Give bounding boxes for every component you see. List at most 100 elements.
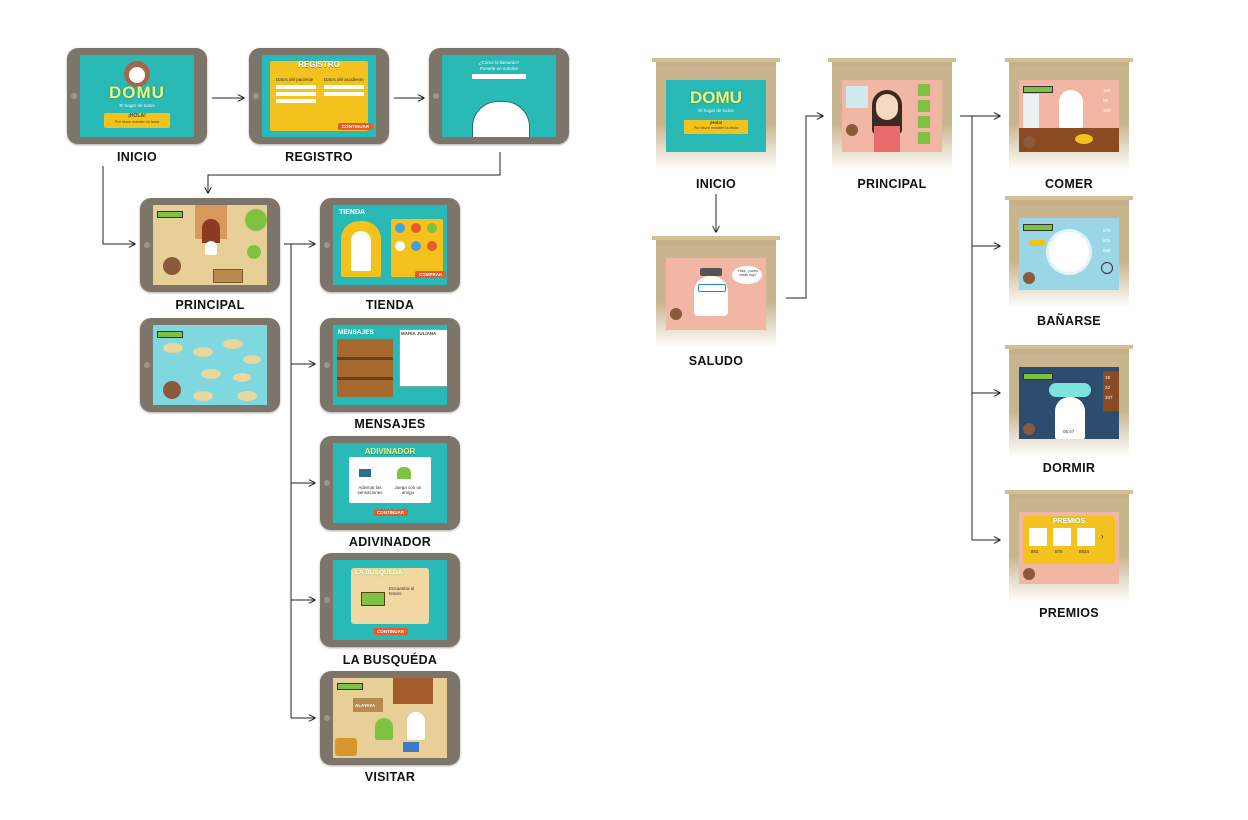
home-button[interactable] — [1023, 136, 1035, 148]
shop-item[interactable] — [427, 241, 437, 251]
home-button[interactable] — [670, 308, 682, 320]
prize-value: 8934 — [1079, 549, 1090, 554]
continue-button[interactable]: CONTINUAR — [373, 509, 408, 516]
screen-dormir-frame[interactable]: 05:47 19 22 337 — [1005, 345, 1133, 457]
screen-tienda-tablet[interactable]: TIENDA COMPRAR — [320, 198, 460, 292]
shop-item[interactable] — [395, 223, 405, 233]
home-button[interactable] — [1023, 272, 1035, 284]
prize-value: 875 — [1055, 549, 1063, 554]
screen-principal-frame[interactable] — [828, 58, 956, 170]
screen-registro-tablet[interactable]: REGISTRO Datos del paciente Datos del ac… — [249, 48, 389, 144]
island[interactable] — [243, 355, 261, 364]
field-b-label: Datos del acudiente — [324, 77, 364, 82]
continue-button[interactable]: CONTINUAR — [338, 123, 373, 130]
island[interactable] — [193, 347, 213, 357]
busqueda-title: LA BUSQUEDA — [355, 569, 403, 576]
name-prompt: ¿Cómo lo llamarás? — [478, 60, 520, 65]
screen-adivinador-tablet[interactable]: ADIVINADOR Adivinar las sensaciones Jueg… — [320, 436, 460, 530]
action-button-sleep[interactable] — [918, 116, 930, 128]
label-inicio: INICIO — [117, 150, 157, 164]
label-tienda: TIENDA — [365, 298, 415, 312]
visit-sign: ALAYAYA — [355, 703, 376, 708]
home-button[interactable] — [1023, 423, 1035, 435]
stat-value: 199 — [1103, 88, 1111, 93]
screen-comer-frame[interactable]: 199 99 100 — [1005, 58, 1133, 170]
premios-title: PREMIOS — [1052, 518, 1086, 525]
arrow-saludo-principal — [786, 116, 823, 299]
option-2[interactable]: Juega con un amigo — [394, 485, 422, 495]
screen-mapa-tablet[interactable] — [140, 318, 280, 412]
name-sub: Ponerle un nombre — [479, 66, 519, 71]
screen-visitar-tablet[interactable]: ALAYAYA — [320, 671, 460, 765]
sleep-timer: 05:47 — [1063, 429, 1075, 434]
label-busqueda: LA BUSQUÉDA — [342, 653, 438, 667]
stat-value: 876 — [1103, 238, 1111, 243]
stat-value: 888 — [1103, 248, 1111, 253]
speech-bubble: Hola, ¿cómo estás hoy? — [738, 269, 758, 277]
greeting-button[interactable]: ¡Hola! Por favor mantén la tecla — [684, 120, 748, 134]
screen-busqueda-tablet[interactable]: LA BUSQUEDA Encuentra el tesoro CONTINUA… — [320, 553, 460, 647]
action-button-prize[interactable] — [918, 132, 930, 144]
greeting-text: ¡Hola! — [709, 120, 723, 125]
label-saludo: SALUDO — [688, 354, 744, 368]
form-field[interactable] — [324, 92, 364, 96]
island[interactable] — [237, 391, 257, 401]
label-principal-right: PRINCIPAL — [857, 177, 927, 191]
action-button-eat[interactable] — [918, 84, 930, 96]
shop-item[interactable] — [411, 223, 421, 233]
home-button[interactable] — [1023, 568, 1035, 580]
form-field[interactable] — [276, 85, 316, 89]
shop-item[interactable] — [411, 241, 421, 251]
screen-nombre-tablet[interactable]: ¿Cómo lo llamarás? Ponerle un nombre — [429, 48, 569, 144]
action-button-bath[interactable] — [918, 100, 930, 112]
island[interactable] — [223, 339, 243, 349]
busqueda-hint: Encuentra el tesoro — [389, 586, 415, 596]
screen-banarse-frame[interactable]: 876 876 888 — [1005, 196, 1133, 308]
shop-item[interactable] — [427, 223, 437, 233]
label-adivinador: ADIVINADOR — [348, 535, 432, 549]
shop-item[interactable] — [395, 241, 405, 251]
contact-name: MARÍA JULIANA — [401, 331, 437, 336]
screen-inicio-tablet[interactable]: DOMU El hogar de todos ¡HOLA! Por favor … — [67, 48, 207, 144]
home-button[interactable] — [846, 124, 858, 136]
prize-card[interactable] — [1053, 528, 1071, 546]
dpad-control[interactable] — [163, 257, 181, 275]
prize-card[interactable] — [1029, 528, 1047, 546]
label-comer: COMER — [1044, 177, 1094, 191]
label-inicio-right: INICIO — [696, 177, 736, 191]
island[interactable] — [163, 343, 183, 353]
island[interactable] — [233, 373, 251, 382]
screen-inicio-frame[interactable]: DOMU El hogar de todos ¡Hola! Por favor … — [652, 58, 780, 170]
screen-principal-tablet[interactable] — [140, 198, 280, 292]
arrow-principal-branches — [284, 243, 292, 718]
island[interactable] — [193, 391, 213, 401]
form-field[interactable] — [276, 99, 316, 103]
screen-mensajes-tablet[interactable]: MENSAJES MARÍA JULIANA — [320, 318, 460, 412]
screen-saludo-frame[interactable]: Hola, ¿cómo estás hoy? — [652, 236, 780, 348]
label-visitar: VISITAR — [364, 770, 416, 784]
prize-card[interactable] — [1077, 528, 1095, 546]
next-arrow-icon[interactable]: › — [1101, 532, 1104, 541]
arrow-nombre-principal — [208, 152, 501, 193]
name-input[interactable] — [472, 74, 526, 79]
label-dormir: DORMIR — [1042, 461, 1096, 475]
domu-logo: DOMU — [109, 83, 165, 102]
form-field[interactable] — [324, 85, 364, 89]
island[interactable] — [201, 369, 221, 379]
dpad-control[interactable] — [163, 381, 181, 399]
zoom-icon[interactable] — [1101, 262, 1113, 274]
adivinador-title: ADIVINADOR — [364, 447, 416, 456]
form-field[interactable] — [276, 92, 316, 96]
domu-logo: DOMU — [690, 88, 742, 107]
greeting-button[interactable]: ¡HOLA! Por favor mantén la tecla — [104, 113, 170, 128]
continue-button[interactable]: CONTINUAR — [373, 628, 408, 635]
arrow-principal-branches-right — [960, 115, 973, 540]
tagline: El hogar de todos — [698, 108, 734, 113]
food-plate[interactable] — [1075, 134, 1093, 144]
label-banarse: BAÑARSE — [1037, 314, 1101, 328]
buy-button[interactable]: COMPRAR — [415, 271, 447, 278]
screen-premios-frame[interactable]: PREMIOS 882 875 8934 › — [1005, 490, 1133, 602]
option-1[interactable]: Adivinar las sensaciones — [357, 485, 383, 495]
